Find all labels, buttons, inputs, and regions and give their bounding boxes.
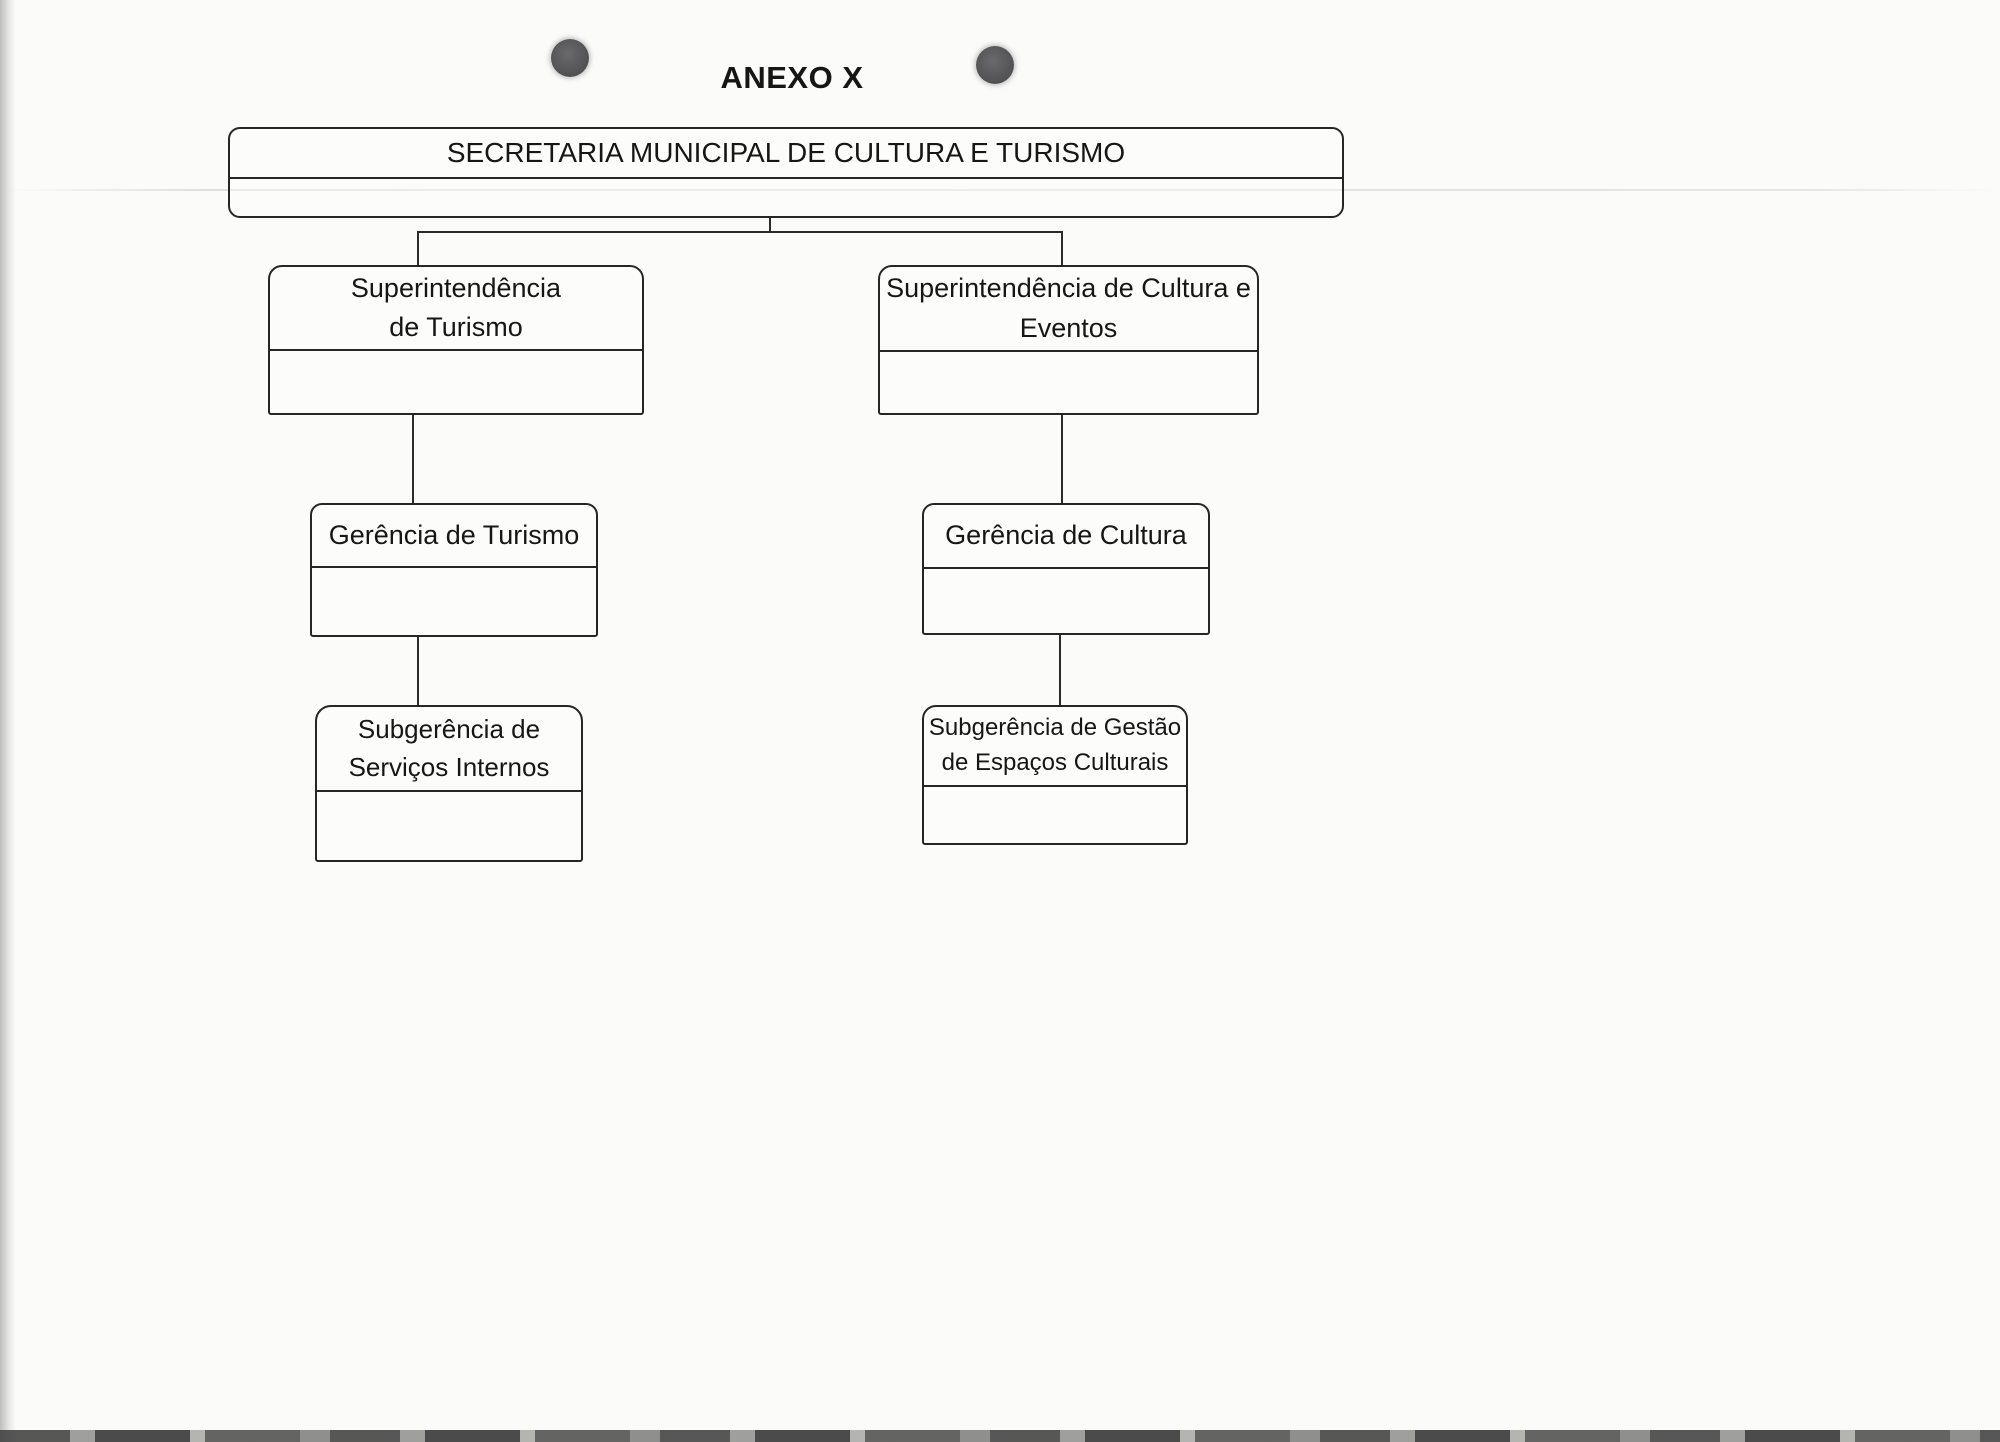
label-line-1: Subgerência de Gestão [928, 714, 1182, 742]
label-line-2: Serviços Internos [348, 751, 550, 782]
org-box-superintendencia-cultura: Superintendência de Cultura e Eventos [878, 265, 1259, 415]
org-box-superintendencia-turismo-label: Superintendência de Turismo [270, 267, 642, 351]
label-line-1: Superintendência de Cultura e [886, 273, 1251, 304]
scan-artifact-line [0, 189, 2000, 191]
label-line-2: de Turismo [389, 312, 523, 342]
connector-horizontal-bar [417, 231, 1063, 233]
punch-hole-left [551, 39, 589, 77]
connector-right-ger-sub [1059, 635, 1061, 705]
org-box-gerencia-cultura-label: Gerência de Cultura [924, 505, 1208, 569]
connector-root-stub [769, 218, 771, 232]
org-box-subgerencia-espacos: Subgerência de Gestão de Espaços Cultura… [922, 705, 1188, 845]
label-line-2: Eventos [1019, 312, 1118, 343]
page-title: ANEXO X [720, 60, 864, 95]
org-box-subgerencia-servicos: Subgerência de Serviços Internos [315, 705, 583, 862]
scan-left-edge [0, 0, 16, 1442]
scan-bottom-edge [0, 1430, 2000, 1442]
connector-left-sup-ger [412, 415, 414, 503]
org-box-secretaria-label: SECRETARIA MUNICIPAL DE CULTURA E TURISM… [230, 129, 1342, 179]
org-box-secretaria: SECRETARIA MUNICIPAL DE CULTURA E TURISM… [228, 127, 1344, 218]
connector-left-ger-sub [417, 637, 419, 705]
punch-hole-right [976, 46, 1014, 84]
org-box-subgerencia-espacos-label: Subgerência de Gestão de Espaços Cultura… [924, 707, 1186, 787]
org-box-gerencia-cultura: Gerência de Cultura [922, 503, 1210, 635]
connector-drop-left [417, 231, 419, 266]
label-line-1: Superintendência [350, 272, 562, 303]
org-box-gerencia-turismo-label: Gerência de Turismo [312, 505, 596, 568]
connector-drop-right [1061, 231, 1063, 266]
org-box-gerencia-turismo: Gerência de Turismo [310, 503, 598, 637]
label-line-1: Subgerência de [357, 713, 541, 744]
org-box-superintendencia-turismo: Superintendência de Turismo [268, 265, 644, 415]
org-box-superintendencia-cultura-label: Superintendência de Cultura e Eventos [880, 267, 1257, 352]
label-line-2: de Espaços Culturais [941, 749, 1169, 776]
connector-right-sup-ger [1061, 415, 1063, 503]
org-box-subgerencia-servicos-label: Subgerência de Serviços Internos [317, 707, 581, 792]
